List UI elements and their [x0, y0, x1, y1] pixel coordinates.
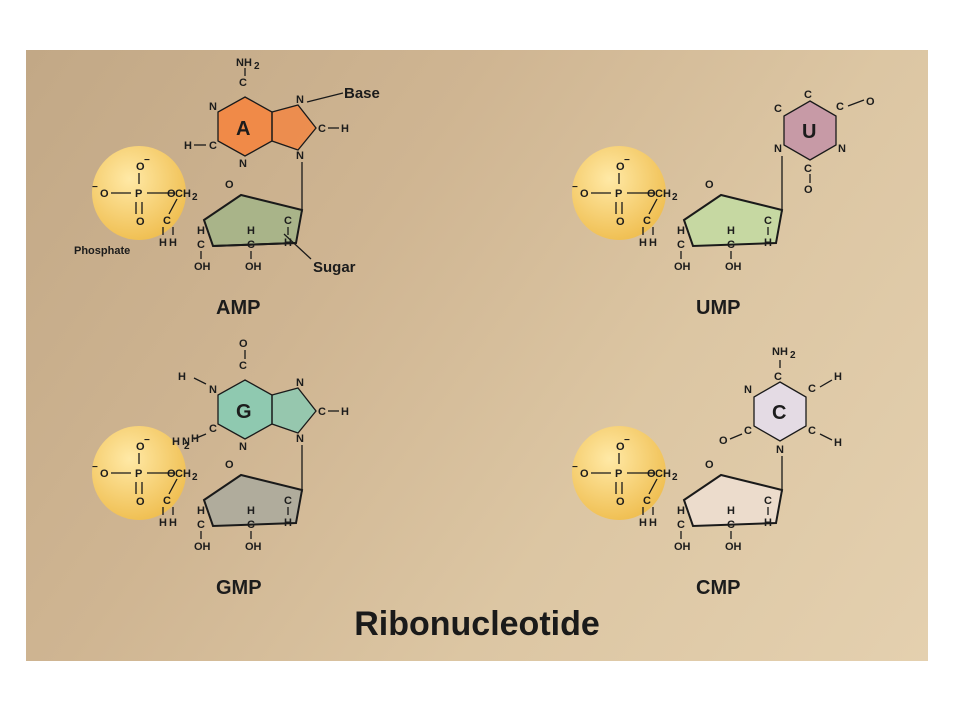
nucleotide-name: AMP [216, 297, 260, 319]
svg-text:C: C [774, 103, 782, 115]
svg-text:2: 2 [254, 61, 260, 72]
nucleotide-name: GMP [216, 577, 262, 599]
svg-text:H: H [191, 433, 199, 445]
svg-text:O: O [866, 96, 875, 108]
svg-text:NH: NH [772, 346, 788, 358]
base-letter: A [236, 118, 250, 140]
ribonucleotide-diagram: O − P O O − O CH 2 C H H O C [74, 57, 875, 599]
svg-text:O: O [804, 184, 813, 196]
cmp-molecule: C C NH 2 C H C H N C O N CMP [571, 346, 842, 599]
amp-molecule: A C NH 2 N C H N N C H N Base Sugar Phos… [74, 57, 380, 319]
phosphate-label: Phosphate [74, 245, 130, 257]
svg-text:C: C [836, 101, 844, 113]
svg-text:C: C [808, 425, 816, 437]
nucleotide-name: UMP [696, 297, 740, 319]
svg-text:C: C [774, 371, 782, 383]
svg-text:H: H [184, 140, 192, 152]
svg-text:H: H [341, 406, 349, 418]
nucleotide-name: CMP [696, 577, 740, 599]
base-letter: G [236, 401, 252, 423]
slide-title: Ribonucleotide [354, 605, 600, 643]
svg-text:C: C [318, 406, 326, 418]
svg-text:H: H [834, 437, 842, 449]
svg-text:N: N [209, 101, 217, 113]
svg-text:N: N [744, 384, 752, 396]
svg-text:N: N [296, 94, 304, 106]
svg-text:N: N [296, 377, 304, 389]
svg-text:C: C [318, 123, 326, 135]
gmp-molecule: G C O N H C H N H 2 N N C H N GMP [91, 338, 349, 599]
svg-text:N: N [296, 150, 304, 162]
svg-text:N: N [774, 143, 782, 155]
svg-text:N: N [239, 158, 247, 170]
svg-text:H: H [178, 371, 186, 383]
svg-text:C: C [744, 425, 752, 437]
svg-text:C: C [804, 163, 812, 175]
base-label: Base [344, 85, 380, 102]
svg-text:N: N [239, 441, 247, 453]
sugar-label: Sugar [313, 259, 356, 276]
slide-panel: O − P O O − O CH 2 C H H O C [26, 50, 928, 661]
svg-text:O: O [719, 435, 728, 447]
svg-text:N: N [776, 444, 784, 456]
svg-text:C: C [209, 423, 217, 435]
base-letter: U [802, 121, 816, 143]
svg-text:2: 2 [184, 441, 190, 452]
svg-text:N: N [838, 143, 846, 155]
svg-text:2: 2 [790, 350, 796, 361]
svg-text:C: C [804, 89, 812, 101]
svg-text:N: N [296, 433, 304, 445]
svg-text:N: N [182, 436, 190, 448]
svg-text:C: C [808, 383, 816, 395]
svg-text:C: C [209, 140, 217, 152]
svg-text:H: H [172, 436, 180, 448]
svg-text:H: H [834, 371, 842, 383]
svg-text:O: O [239, 338, 248, 350]
svg-text:C: C [239, 77, 247, 89]
ump-molecule: U C C O N C O N C UMP [571, 89, 875, 319]
svg-text:N: N [209, 384, 217, 396]
base-letter: C [772, 402, 786, 424]
svg-text:H: H [341, 123, 349, 135]
svg-text:C: C [239, 360, 247, 372]
svg-text:NH: NH [236, 57, 252, 69]
